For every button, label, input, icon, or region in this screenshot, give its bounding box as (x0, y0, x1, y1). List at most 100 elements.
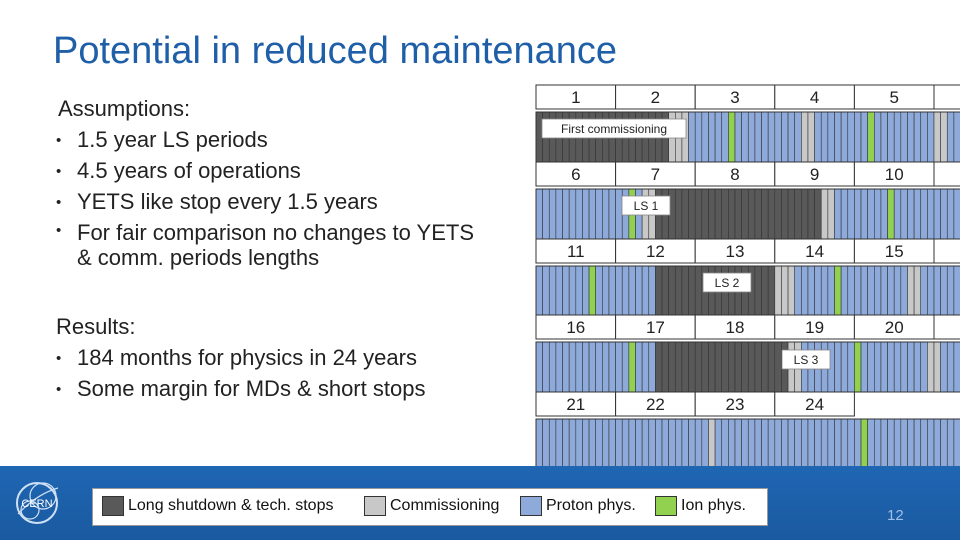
result-item: 184 months for physics in 24 years (56, 342, 425, 374)
legend-item-shutdown: Long shutdown & tech. stops (102, 496, 333, 516)
month-cell (867, 188, 875, 240)
month-cell (568, 265, 577, 317)
month-cell (542, 188, 550, 240)
year-label: 5 (889, 88, 898, 107)
month-cell (854, 111, 862, 163)
month-cell (820, 188, 829, 240)
month-cell (754, 341, 762, 393)
month-cell (873, 341, 882, 393)
svg-text:CERN: CERN (21, 498, 52, 510)
month-cell (628, 418, 636, 470)
month-cell (893, 188, 902, 240)
year-header-cell (694, 161, 776, 187)
assumptions-list: 1.5 year LS periods 4.5 years of operati… (56, 124, 487, 270)
month-cell (714, 341, 723, 393)
month-cell (767, 188, 776, 240)
month-cell (641, 418, 650, 470)
month-cell (887, 418, 895, 470)
period-label-box (621, 195, 671, 216)
month-cell (728, 111, 736, 163)
month-cell (847, 111, 855, 163)
month-cell (781, 265, 789, 317)
month-cell (946, 341, 955, 393)
month-cell (595, 265, 603, 317)
month-cell (728, 418, 736, 470)
results-list: 184 months for physics in 24 years Some … (56, 342, 425, 405)
year-label: 11 (567, 242, 585, 261)
year-label: 12 (646, 242, 665, 261)
legend-swatch (102, 496, 124, 516)
month-cell (602, 341, 610, 393)
month-cell (834, 418, 842, 470)
month-cell (721, 188, 729, 240)
month-cell (827, 418, 835, 470)
month-cell (847, 341, 855, 393)
month-cell (873, 265, 882, 317)
month-cell (887, 188, 895, 240)
page-number: 12 (887, 507, 904, 524)
month-cell (568, 341, 577, 393)
month-cell (588, 265, 596, 317)
month-cell (827, 111, 835, 163)
legend-item-proton: Proton phys. (520, 496, 636, 516)
month-cell (595, 341, 603, 393)
month-cell (887, 111, 895, 163)
month-cell (781, 418, 789, 470)
month-cell (834, 111, 842, 163)
year-header-cell (535, 161, 617, 187)
month-cell (946, 111, 955, 163)
month-cell (714, 188, 723, 240)
month-cell (834, 265, 842, 317)
month-cell (734, 111, 742, 163)
month-cell (827, 265, 835, 317)
month-cell (801, 265, 809, 317)
month-cell (887, 341, 895, 393)
month-cell (747, 418, 756, 470)
month-cell (940, 111, 948, 163)
year-label: 22 (646, 395, 665, 414)
month-cell (794, 111, 802, 163)
month-cell (621, 341, 630, 393)
year-header-cell (774, 84, 855, 110)
month-cell (595, 418, 603, 470)
month-cell (900, 111, 908, 163)
month-cell (674, 188, 683, 240)
month-cell (655, 418, 663, 470)
period-label: LS 2 (715, 276, 740, 290)
year-label: 16 (566, 318, 585, 337)
month-cell (920, 188, 928, 240)
month-cell (694, 418, 703, 470)
month-cell (920, 265, 928, 317)
month-cell (787, 418, 795, 470)
month-cell (953, 188, 960, 240)
month-cell (621, 265, 630, 317)
year-header-cell (535, 84, 617, 110)
month-cell (555, 188, 563, 240)
month-cell (575, 188, 583, 240)
year-label: 8 (730, 165, 739, 184)
month-cell (542, 265, 550, 317)
month-cell (641, 265, 650, 317)
month-cell (794, 265, 802, 317)
month-cell (860, 188, 868, 240)
month-cell (781, 188, 789, 240)
period-label-box (541, 118, 687, 139)
month-cell (867, 111, 875, 163)
month-cell (940, 265, 948, 317)
year-label: 19 (805, 318, 824, 337)
assumption-item: For fair comparison no changes to YETS &… (56, 217, 487, 270)
month-cell (946, 265, 955, 317)
month-cell (694, 111, 703, 163)
month-cell (741, 111, 749, 163)
year-header-cell (933, 238, 960, 264)
month-cell (555, 418, 563, 470)
slide-title: Potential in reduced maintenance (53, 30, 618, 72)
month-cell (575, 341, 583, 393)
month-cell (847, 265, 855, 317)
month-cell (913, 418, 922, 470)
month-cell (887, 265, 895, 317)
legend-swatch (520, 496, 542, 516)
month-cell (608, 418, 616, 470)
month-cell (615, 341, 623, 393)
month-cell (548, 341, 557, 393)
